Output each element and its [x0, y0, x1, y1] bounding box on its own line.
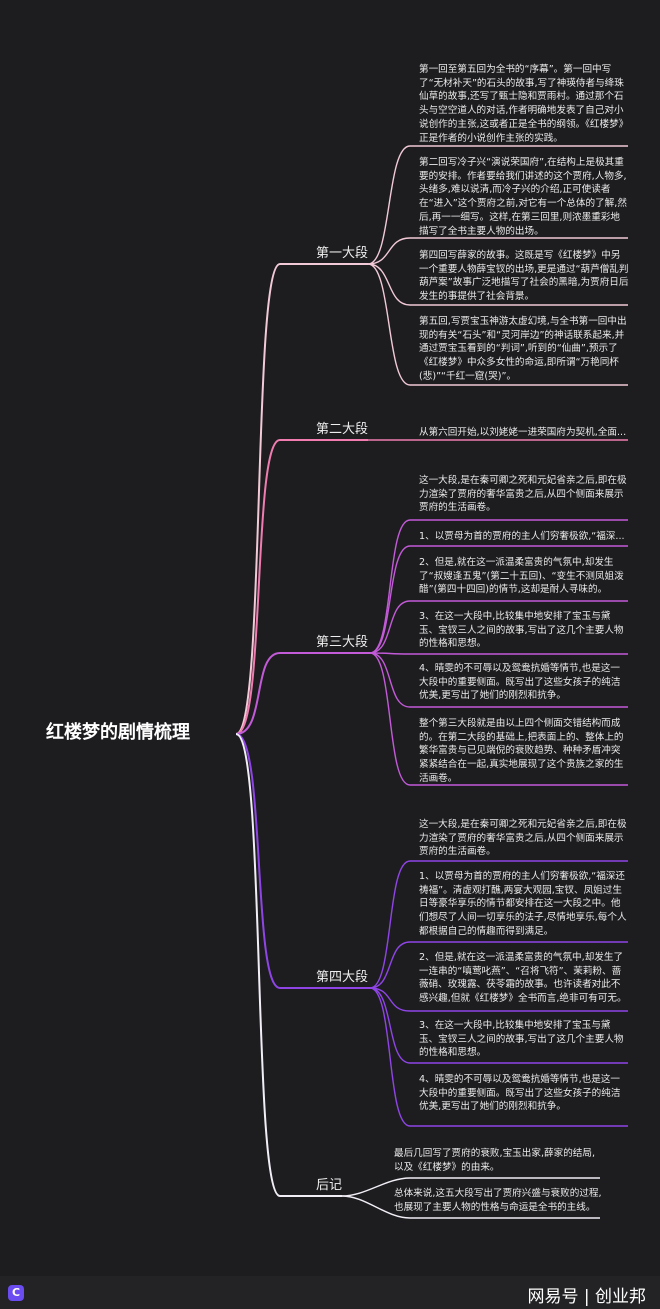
section-3-connector [235, 652, 370, 735]
section-1-leaf-4: 第五回,写贾宝玉神游太虚幻境,与全书第一回中出现的有关“石头”和“灵河岸边”的神… [419, 316, 627, 382]
section-1-leaf-1-connector [367, 145, 628, 265]
section-3-leaf-4: 3、在这一大段中,比较集中地安排了宝玉与黛玉、宝钗三人之间的故事,写出了这几个主… [419, 611, 624, 650]
section-4-leaf-3: 2、但是,就在这一派温柔富贵的气氛中,却发生了一连串的“嗔莺叱燕”、“召将飞符”… [419, 952, 627, 1005]
section-3-leaf-5-connector [369, 652, 628, 708]
section-1-leaf-2-connector [367, 237, 628, 265]
section-4-leaf-2: 1、以贾母为首的贾府的主人们穷奢极欲,“福深还祷福”。清虚观打醮,两宴大观园,宝… [419, 871, 627, 937]
section-4-label[interactable]: 第四大段 [316, 970, 369, 985]
section-3-leaf-3-connector [369, 600, 628, 654]
section-5-leaf-2: 总体来说,这五大段写出了贾府兴盛与衰败的过程,也展现了主要人物的性格与命运是全书… [394, 1188, 602, 1213]
section-5-connector [235, 733, 342, 1197]
section-1-connector [235, 263, 368, 735]
section-5-leaf-1: 最后几回写了贾府的衰败,宝玉出家,薛家的结局,以及《红楼梦》的由来。 [394, 1148, 596, 1173]
footer-bar: C 网易号 | 创业邦 [0, 1276, 660, 1309]
section-1-leaf-1: 第一回至第五回为全书的“序幕”。第一回中写了“无材补天”的石头的故事,写了神瑛侍… [419, 64, 629, 144]
section-4-leaf-4: 3、在这一大段中,比较集中地安排了宝玉与黛玉、宝钗三人之间的故事,写出了这几个主… [419, 1020, 624, 1059]
app-logo-icon[interactable]: C [8, 1285, 24, 1301]
section-4-connector [235, 733, 370, 989]
section-5-leaf-1-connector [341, 1177, 600, 1197]
section-5-leaf-2-connector [341, 1195, 600, 1219]
section-3-leaf-1: 这一大段,是在秦可卿之死和元妃省亲之后,即在极力渲染了贾府的奢华富贵之后,从四个… [419, 475, 627, 514]
section-1-leaf-3: 第四回写薛家的故事。这既是写《红楼梦》中另一个重要人物薛宝钗的出场,更是通过“葫… [419, 250, 629, 303]
section-1-leaf-4-connector [367, 263, 628, 386]
section-3-leaf-1-connector [369, 519, 628, 654]
watermark-text: 网易号 | 创业邦 [527, 1287, 646, 1307]
section-3-leaf-6-connector [369, 652, 628, 786]
section-4-leaf-1: 这一大段,是在秦可卿之死和元妃省亲之后,即在极力渲染了贾府的奢华富贵之后,从四个… [419, 819, 627, 858]
section-3-leaf-4-connector [369, 652, 628, 655]
section-4-leaf-4-connector [369, 987, 628, 1064]
section-3-leaf-5: 4、晴雯的不可辱以及鸳鸯抗婚等情节,也是这一大段中的重要侧面。既写出了这些女孩子… [419, 663, 621, 702]
mindmap-root: 红楼梦的剧情梳理 [46, 722, 190, 743]
section-4-leaf-5: 4、晴雯的不可辱以及鸳鸯抗婚等情节,也是这一大段中的重要侧面。既写出了这些女孩子… [419, 1074, 621, 1113]
section-2-connector [235, 439, 368, 735]
section-3-leaf-2: 1、以贾母为首的贾府的主人们穷奢极欲,“福深... [419, 531, 625, 542]
section-3-label[interactable]: 第三大段 [316, 635, 369, 650]
section-3-leaf-6: 整个第三大段就是由以上四个侧面交错结构而成的。在第二大段的基础上,把表面上的、整… [419, 718, 624, 784]
section-4-leaf-1-connector [369, 860, 628, 989]
section-1-leaf-2: 第二回写冷子兴“演说荣国府”,在结构上是极其重要的安排。作者要给我们讲述的这个贾… [419, 157, 627, 237]
section-4-leaf-5-connector [369, 987, 628, 1127]
section-4-leaf-2-connector [369, 941, 628, 989]
section-5-label[interactable]: 后记 [316, 1178, 343, 1193]
section-1-leaf-3-connector [367, 263, 628, 306]
section-3-leaf-3: 2、但是,就在这一派温柔富贵的气氛中,却发生了“叔嫂逢五鬼”(第二十五回)、“变… [419, 557, 624, 596]
section-1-label[interactable]: 第一大段 [316, 246, 369, 261]
section-4-leaf-3-connector [369, 987, 628, 1012]
section-3-leaf-2-connector [369, 545, 628, 654]
section-2-leaf-1: 从第六回开始,以刘姥姥一进荣国府为契机,全面... [419, 427, 627, 438]
section-2-label[interactable]: 第二大段 [316, 422, 369, 437]
